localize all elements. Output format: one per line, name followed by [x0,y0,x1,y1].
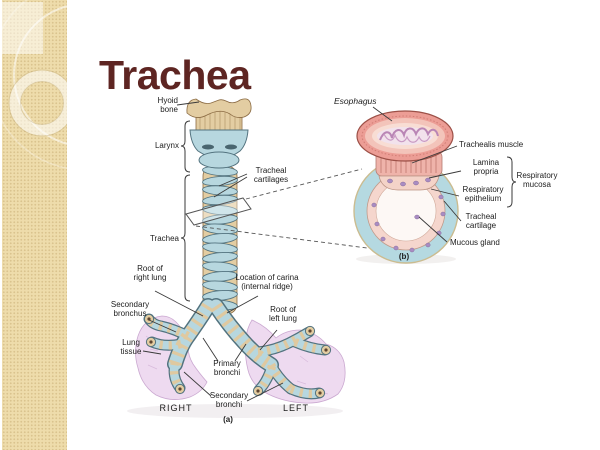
label-mucous-gland: Mucous gland [450,238,500,247]
trachea-illustration [127,98,376,418]
sidebar-circles-decoration [2,0,67,170]
bronchi-cut-ends [143,313,332,399]
label-hyoid-bone: Hyoid bone [157,96,178,115]
figure-b-leader-lines [372,106,462,243]
label-larynx: Larynx [154,141,179,150]
label-lung-tissue: Lung tissue [120,338,142,357]
sidebar-ring [9,70,67,136]
cross-section-illustration [353,106,517,264]
label-location-of-carina: Location of carina (internal ridge) [235,273,299,292]
label-tracheal-cartilages: Tracheal cartilages [253,166,289,185]
larynx-bracket [180,120,191,173]
label-secondary-bronchus: Secondary bronchus [110,300,150,319]
trachea-bracket [180,174,191,302]
esophagus-shape [356,110,454,162]
label-tracheal-cartilage: Tracheal cartilage [465,212,497,231]
label-secondary-bronchi: Secondary bronchi [209,391,249,410]
mucous-gland-dots [371,177,446,253]
caption-figure-a: (a) [223,415,233,424]
label-root-of-left-lung: Root of left lung [268,305,298,324]
label-esophagus: Esophagus [334,96,377,106]
bronchial-tree [143,298,332,400]
hyoid-bone-shape [186,98,252,118]
label-left-side: LEFT [282,403,309,413]
sidebar-large-circle [13,5,67,145]
respiratory-mucosa-bracket [506,156,517,208]
label-trachea: Trachea [149,234,179,243]
label-lamina-propria: Lamina propria [472,158,500,177]
sidebar-highlight-square [2,2,43,54]
section-dashed-line-lower [195,225,376,250]
section-plane-indicator [185,197,252,226]
sidebar-ring-outline-inner [20,81,64,125]
label-root-of-right-lung: Root of right lung [133,264,167,283]
slide-sidebar-decoration [2,0,67,450]
larynx-shape [189,129,249,169]
label-respiratory-mucosa: Respiratory mucosa [516,171,558,190]
caption-figure-b: (b) [398,252,410,261]
figure-a-leader-lines [142,101,284,402]
sidebar-ring-outline-outer [8,69,67,137]
label-primary-bronchi: Primary bronchi [213,359,241,378]
page-title: Trachea [99,52,251,99]
label-right-side: RIGHT [159,403,193,413]
label-trachealis-muscle: Trachealis muscle [459,140,524,149]
section-dashed-line-upper [245,168,363,200]
label-respiratory-epithelium: Respiratory epithelium [462,185,504,204]
